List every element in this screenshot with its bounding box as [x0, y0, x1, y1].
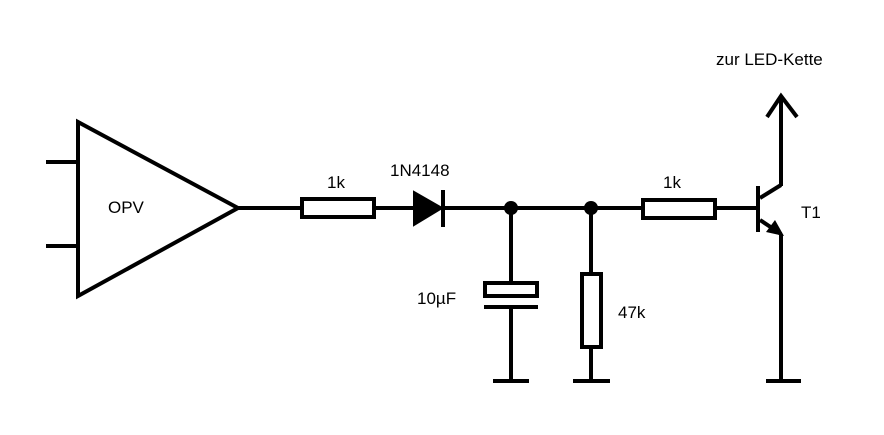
resistor-r1-label: 1k: [327, 173, 345, 192]
transistor-label: T1: [801, 203, 821, 222]
capacitor-label: 10µF: [417, 289, 456, 308]
capacitor-10uf: 10µF: [417, 208, 539, 383]
resistor-r2: 1k: [641, 173, 717, 220]
transistor-t1: T1: [756, 98, 821, 383]
opamp-label: OPV: [108, 198, 145, 217]
resistor-r1: 1k: [300, 173, 376, 219]
diode-label: 1N4148: [390, 161, 450, 180]
output-label: zur LED-Kette: [716, 50, 823, 69]
opamp-symbol: OPV: [46, 118, 243, 300]
output-arrow: zur LED-Kette: [716, 50, 823, 119]
resistor-r47k: 47k: [573, 208, 646, 383]
diode-1n4148: 1N4148: [390, 161, 450, 227]
resistor-r47k-label: 47k: [618, 303, 646, 322]
resistor-r2-label: 1k: [663, 173, 681, 192]
